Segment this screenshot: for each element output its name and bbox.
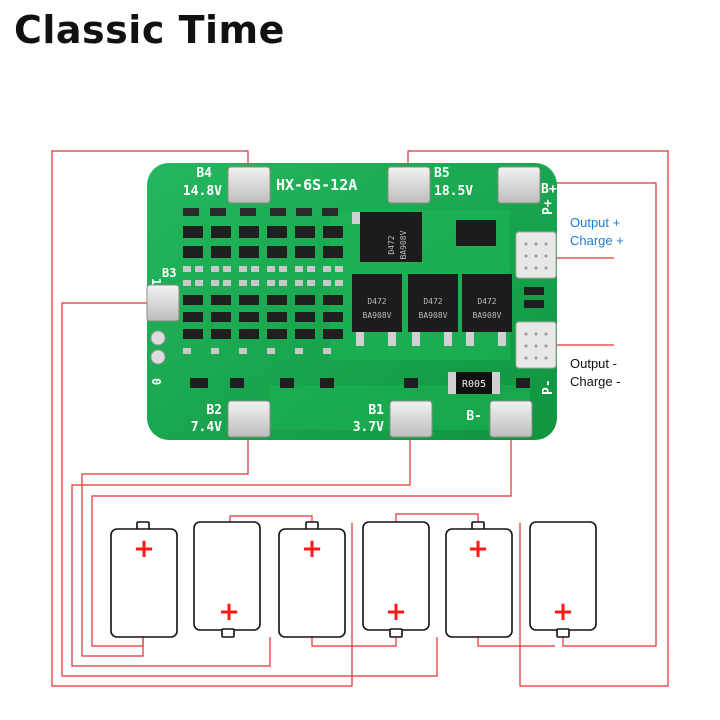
mosfet2-line2: BA908V xyxy=(419,311,448,320)
mosfet3-line2: BA908V xyxy=(473,311,502,320)
wire-cell34 xyxy=(311,637,397,647)
pad-b2-name: B2 xyxy=(206,403,222,418)
resistor-marking: R005 xyxy=(462,379,486,390)
output-minus-label: Output - xyxy=(570,356,617,371)
battery-cell-1 xyxy=(110,521,178,638)
shunt-resistor: R005 xyxy=(448,372,500,394)
pad-p-plus-label: P+ xyxy=(541,199,556,215)
mosfet-top-line1: D472 xyxy=(387,235,396,254)
pad-b2: B2 7.4V xyxy=(191,400,271,438)
pad-p-minus-label: P- xyxy=(541,379,556,395)
wire-cell23 xyxy=(229,515,313,523)
pad-b1-name: B1 xyxy=(368,403,384,418)
mosfet3-line1: D472 xyxy=(477,297,496,306)
wire-b5 xyxy=(407,150,669,687)
smd-ic-rows xyxy=(183,226,418,388)
sot-component xyxy=(456,220,496,246)
mount-hole-1 xyxy=(150,330,166,346)
pad-b4-voltage: 14.8V xyxy=(183,184,222,199)
smd-top-row xyxy=(183,208,338,216)
pad-b3-name: B3 xyxy=(162,266,176,280)
board-model: HX-6S-12A xyxy=(276,176,357,194)
battery-cells xyxy=(110,521,597,638)
mosfet2-line1: D472 xyxy=(423,297,442,306)
wire-b4 xyxy=(51,150,353,687)
mosfet-top: D472 BA908V xyxy=(352,212,422,262)
pad-b4: B4 14.8V xyxy=(183,166,271,204)
pad-b-minus: B- xyxy=(466,400,533,438)
wire-b-plus xyxy=(518,182,657,647)
wire-cell56 xyxy=(477,637,555,647)
pad-b3 xyxy=(146,284,180,322)
pad-b4-name: B4 xyxy=(196,166,212,181)
battery-cell-4 xyxy=(362,521,430,638)
pad-b0-label: 0 xyxy=(149,378,163,385)
cell-1-plus: + xyxy=(133,534,155,564)
cell-3-plus: + xyxy=(301,534,323,564)
battery-cell-6 xyxy=(529,521,597,638)
battery-cell-3 xyxy=(278,521,346,638)
cell-6-plus: + xyxy=(552,597,574,627)
mosfet-row: D472 BA908V D472 BA908V D472 BA908V xyxy=(352,274,512,346)
wire-b2 xyxy=(81,425,249,657)
cell-4-plus: + xyxy=(385,597,407,627)
pad-b1-voltage: 3.7V xyxy=(353,420,384,435)
pad-b-plus: B+ xyxy=(497,166,557,204)
wire-cell45 xyxy=(395,513,479,523)
charge-minus-label: Charge - xyxy=(570,374,621,389)
pad-b2-voltage: 7.4V xyxy=(191,420,222,435)
pad-b1: B1 3.7V xyxy=(353,400,433,438)
output-plus-label: Output + xyxy=(570,215,620,230)
charge-plus-label: Charge + xyxy=(570,233,624,248)
pad-b-minus-label: B- xyxy=(466,409,482,424)
wire-b-minus xyxy=(91,425,512,647)
mosfet-top-line2: BA908V xyxy=(399,230,408,259)
pad-b-plus-label: B+ xyxy=(541,182,557,197)
pad-b5-name: B5 xyxy=(434,166,450,181)
mosfet1-line1: D472 xyxy=(367,297,386,306)
cell-5-plus: + xyxy=(467,534,489,564)
battery-cell-2 xyxy=(193,521,261,638)
wiring xyxy=(51,150,669,687)
cell-2-plus: + xyxy=(218,597,240,627)
wire-b3 xyxy=(61,302,438,677)
mosfet1-line2: BA908V xyxy=(363,311,392,320)
page-title: Classic Time xyxy=(14,8,285,52)
mount-hole-2 xyxy=(150,349,166,365)
battery-cell-5 xyxy=(445,521,513,638)
wire-b1 xyxy=(71,425,411,667)
pcb-board: B4 14.8V HX-6S-12A B5 18.5V B+ P+ P- xyxy=(146,163,557,440)
pad-b5: B5 18.5V xyxy=(387,166,473,204)
pad-b5-voltage: 18.5V xyxy=(434,184,473,199)
